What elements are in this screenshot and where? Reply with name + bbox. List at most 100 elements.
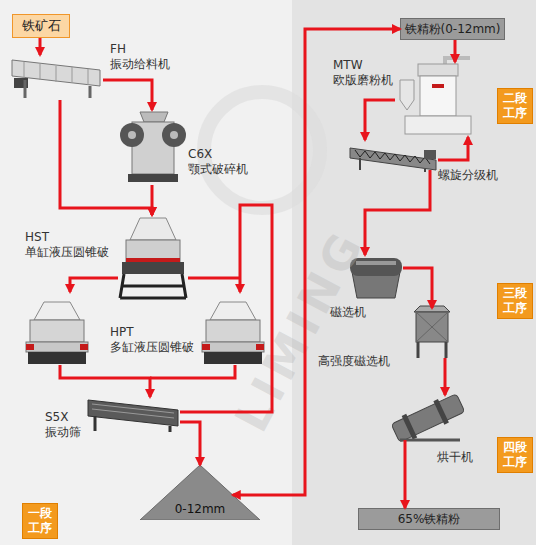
flow-arrow [60, 100, 152, 215]
flow-arrow [233, 29, 400, 495]
machine-label: 高强度磁选机 [318, 354, 390, 369]
feeder-illustration [12, 60, 100, 98]
extra-flow-line [188, 277, 240, 280]
screen-illustration [92, 404, 174, 418]
flow-arrow [403, 268, 432, 308]
spiral-classifier-illustration [424, 150, 436, 159]
feeder-machine: FH 振动给料机 [8, 55, 103, 100]
input-box: 铁矿石 [12, 14, 70, 38]
hst-cone-illustration [122, 262, 184, 274]
product-box: 铁精粉(0-12mm) [400, 18, 505, 40]
stage-label: 四段 工序 [503, 440, 527, 470]
stage-tab: 四段 工序 [497, 437, 533, 473]
mill-illustration [400, 80, 414, 110]
extra-flow-line [150, 365, 235, 378]
flow-arrow [365, 170, 430, 255]
high-intensity-separator-illustration [416, 312, 448, 342]
flow-arrow [60, 365, 150, 397]
machine-label: S5X 振动筛 [45, 410, 81, 440]
extra-flow-line [150, 278, 240, 378]
jaw-crusher-illustration [140, 112, 168, 122]
flow-arrow [454, 40, 457, 62]
hpt-cone-illustration [26, 302, 264, 364]
flow-arrow [180, 422, 200, 465]
hst-cone-illustration [130, 218, 176, 240]
flow-arrow [70, 278, 118, 292]
dryer-illustration [400, 439, 460, 442]
cone-crusher: HST 单缸液压圆锥破 [118, 215, 188, 300]
high-intensity-separator-illustration [418, 342, 446, 358]
mill-illustration [420, 76, 456, 116]
screen-illustration [95, 416, 170, 432]
hpt-cone-illustration [26, 302, 88, 364]
machine-label: FH 振动给料机 [110, 42, 170, 72]
feeder-illustration [24, 62, 88, 85]
hst-cone-illustration [126, 240, 180, 262]
stage-label: 二段 工序 [503, 91, 527, 121]
high-intensity-separator-illustration [414, 306, 450, 358]
dryer-illustration [433, 399, 449, 425]
dryer-illustration [390, 391, 466, 445]
hst-cone-illustration [126, 258, 180, 262]
screen-illustration [88, 400, 178, 432]
jaw-crusher-illustration [120, 112, 186, 182]
jaw-crusher: C6X 颚式破碎机 [125, 110, 180, 185]
machine-label: 烘干机 [437, 450, 473, 465]
machine-label: 螺旋分级机 [438, 168, 498, 183]
machine-label: 磁选机 [330, 305, 366, 320]
mill-illustration [432, 84, 444, 88]
pile-label: 0-12mm [140, 502, 260, 516]
jaw-crusher-illustration [170, 131, 178, 139]
mill-illustration [418, 64, 458, 76]
stage-label: 一段 工序 [28, 506, 52, 536]
spiral-classifier-illustration [355, 150, 430, 164]
dryer-illustration [390, 391, 466, 445]
box-label: 铁矿石 [22, 17, 61, 35]
screen-illustration [88, 400, 178, 426]
machine-label: HST 单缸液压圆锥破 [25, 230, 109, 260]
flow-arrow [404, 440, 407, 508]
stage-tab: 一段 工序 [22, 503, 58, 539]
box-label: 铁精粉(0-12mm) [405, 21, 501, 38]
product-box: 65%铁精粉 [358, 508, 500, 530]
hst-cone-illustration [120, 274, 186, 298]
stage-tab: 三段 工序 [497, 283, 533, 319]
logo-watermark [204, 92, 320, 208]
high-intensity-separator: 高强度磁选机 [412, 308, 452, 358]
feeder-illustration [25, 80, 90, 98]
machine-label: HPT 多缸液压圆锥破 [110, 325, 194, 355]
mill-illustration [445, 58, 470, 64]
grinding-mill: MTW 欧版磨粉机 [395, 62, 475, 137]
spiral-classifier-illustration [350, 148, 436, 170]
jaw-crusher-illustration [128, 174, 178, 182]
spiral-classifier-illustration [360, 158, 425, 172]
mill-illustration [405, 116, 471, 134]
flow-arrow [438, 137, 468, 160]
dryer: 烘干机 [390, 395, 465, 440]
stage-tab: 二段 工序 [497, 88, 533, 124]
flow-arrow [365, 100, 395, 140]
jaw-crusher-illustration [128, 131, 136, 139]
jaw-crusher-illustration [120, 123, 144, 147]
flow-arrow [39, 38, 42, 55]
box-label: 65%铁精粉 [398, 511, 461, 528]
stage-label: 三段 工序 [503, 286, 527, 316]
magnetic-separator: 磁选机 [348, 255, 403, 300]
machine-label: MTW 欧版磨粉机 [333, 58, 393, 88]
left-panel [0, 0, 292, 545]
flow-arrow [180, 205, 272, 412]
pile-shape [140, 465, 260, 520]
machine-label: C6X 颚式破碎机 [188, 147, 248, 177]
spiral-classifier: 螺旋分级机 [348, 140, 438, 170]
jaw-crusher-illustration [162, 123, 186, 147]
dryer-illustration [391, 394, 465, 443]
flow-arrow [103, 80, 152, 110]
cone-crusher-pair: HPT 多缸液压圆锥破 [22, 292, 270, 365]
flow-arrow [444, 358, 447, 395]
high-intensity-separator-illustration [416, 312, 448, 342]
hst-cone-illustration [120, 218, 186, 298]
mill-illustration [400, 58, 471, 134]
dryer-illustration [402, 414, 418, 440]
